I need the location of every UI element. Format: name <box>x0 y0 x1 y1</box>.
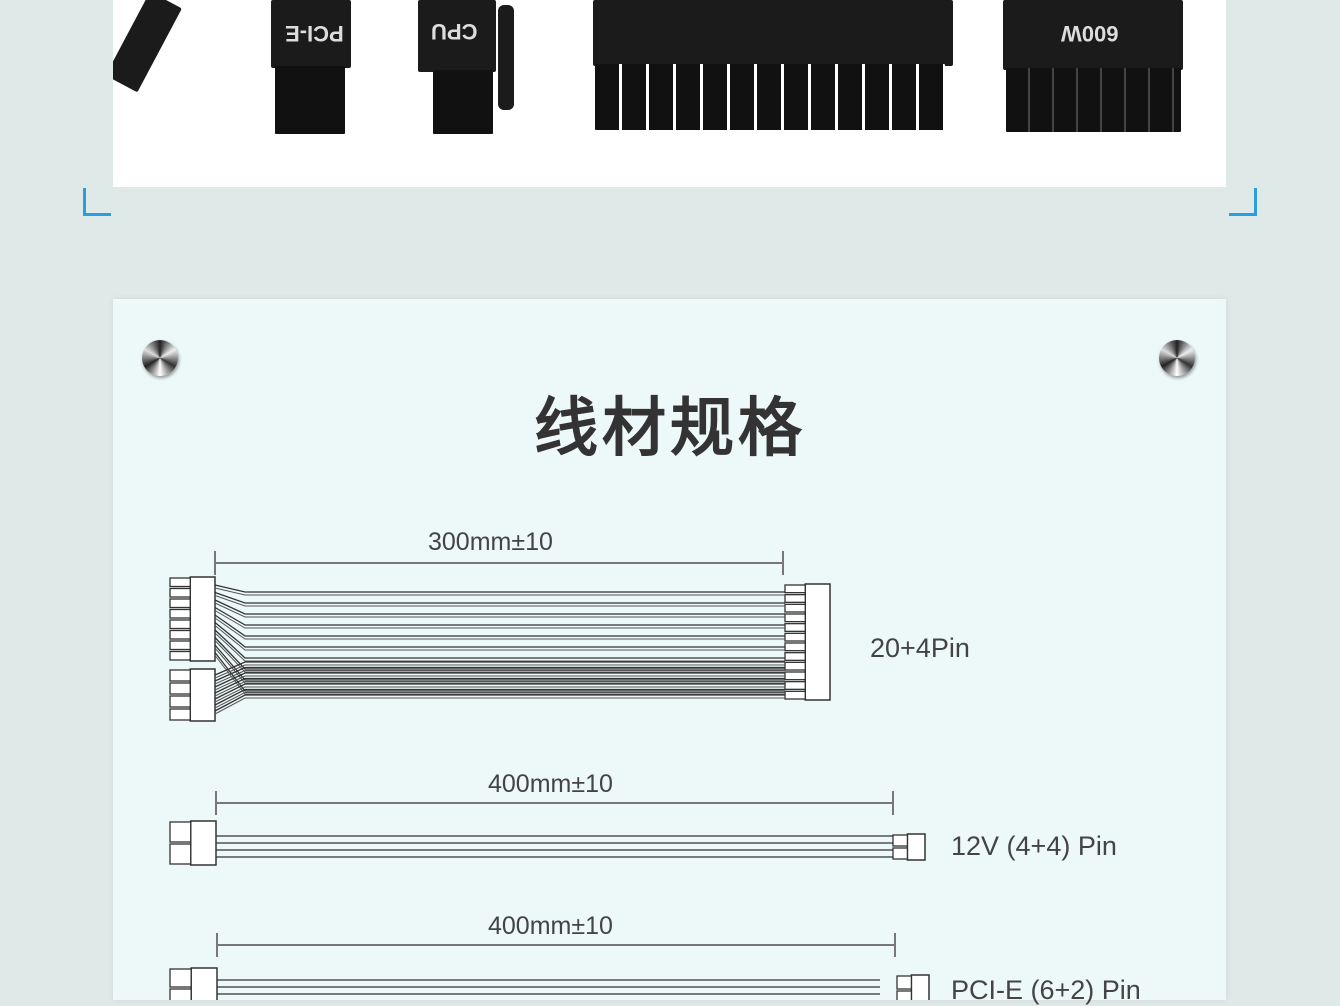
connector-4pin <box>189 668 216 722</box>
wire-4pin <box>214 675 785 691</box>
connector-24pin <box>804 583 831 701</box>
wire-24pin <box>214 625 785 651</box>
connector-photo: PCI-E CPU 600W <box>113 0 1226 187</box>
connector-20pin-pin <box>169 629 191 640</box>
connector-cpu-4plus4 <box>906 833 926 861</box>
connector-cpu-psu-pin <box>169 843 192 865</box>
connector-pcie-psu <box>190 967 218 1000</box>
wire-24pin <box>214 637 785 670</box>
wire-4pin <box>214 686 785 703</box>
connector-24pin-pin <box>784 623 806 632</box>
connector-4pin-pin <box>169 682 191 695</box>
corner-bracket-left <box>83 188 111 216</box>
corner-bracket-right <box>1229 188 1257 216</box>
connector-24pin-pin <box>784 652 806 661</box>
connector-4pin-pin <box>169 669 191 682</box>
connector-pcie-psu-pin <box>169 968 192 988</box>
wire-4pin <box>214 692 785 709</box>
wire-4pin <box>214 681 785 697</box>
cable-name-cpu: 12V (4+4) Pin <box>951 831 1117 861</box>
connector-pcie-psu-pin <box>169 988 192 1000</box>
wire-24pin <box>214 614 785 637</box>
connector-4pin-pin <box>169 695 191 708</box>
wire-24pin <box>214 599 785 615</box>
wire-24pin <box>214 652 785 692</box>
section-title: 线材规格 <box>534 392 806 466</box>
wire-24pin <box>214 606 785 626</box>
connector-cpu-psu <box>189 820 217 866</box>
connector-cpu-psu-pin <box>169 821 192 843</box>
wire-24pin <box>214 647 785 684</box>
wire-4pin <box>214 670 785 685</box>
connector-20pin-pin <box>169 619 191 630</box>
screw-icon-left <box>142 340 178 376</box>
connector-24pin-pin <box>784 681 806 690</box>
connector-4pin-pin <box>169 708 191 721</box>
connector-pcie-6plus2-pin <box>896 975 913 990</box>
wire-24pin <box>214 584 785 593</box>
wire-24pin <box>214 640 785 673</box>
cable-length-pcie: 400mm±10 <box>488 912 613 940</box>
wire-4pin <box>214 664 785 679</box>
connector-24pin-pin <box>784 613 806 623</box>
cable-name-pcie: PCI-E (6+2) Pin <box>951 975 1141 1005</box>
wire-24pin <box>214 629 785 659</box>
wire-24pin <box>214 587 785 596</box>
cpu-connector <box>418 0 496 72</box>
wire-4pin <box>214 683 785 700</box>
wire-24pin <box>214 644 785 681</box>
wire-24pin <box>214 655 785 695</box>
connector-24pin-pin <box>784 594 806 603</box>
connector-pcie-6plus2 <box>910 974 930 1000</box>
wire-24pin <box>214 591 785 604</box>
wire-24pin <box>214 632 785 662</box>
connector-20pin-pin <box>169 650 191 661</box>
connector-20pin-pin <box>169 587 191 598</box>
cable-name-24pin: 20+4Pin <box>870 633 970 663</box>
connector-24pin-pin <box>784 690 806 700</box>
connector-24pin-pin <box>784 671 806 681</box>
cable-length-24pin: 300mm±10 <box>428 528 553 556</box>
wire-24pin <box>214 610 785 629</box>
12vhpwr-connector <box>1003 0 1183 70</box>
wire-4pin <box>214 661 785 676</box>
connector-pcie-6plus2-pin <box>896 990 913 1000</box>
wire-4pin <box>214 672 785 688</box>
pcie-connector <box>271 0 351 68</box>
screw-icon-right <box>1159 340 1195 376</box>
wire-24pin <box>214 617 785 640</box>
wire-4pin <box>214 666 785 682</box>
connector-20pin-pin <box>169 598 191 609</box>
wire-24pin <box>214 602 785 618</box>
wire-4pin <box>214 688 785 706</box>
connector-24pin-pin <box>784 642 806 652</box>
connector-cpu-4plus4-pin <box>892 834 909 847</box>
wire-4pin <box>214 697 785 715</box>
wire-4pin <box>214 677 785 694</box>
connector-24pin-pin <box>784 632 806 642</box>
cable-length-cpu: 400mm±10 <box>488 770 613 798</box>
atx-24pin-connector <box>593 0 953 66</box>
connector-24pin-pin <box>784 661 806 671</box>
connector-20pin-pin <box>169 577 191 588</box>
connector-20pin <box>189 576 216 662</box>
connector-20pin-pin <box>169 640 191 651</box>
connector-24pin-pin <box>784 603 806 613</box>
connector-20pin-pin <box>169 608 191 619</box>
wire-4pin <box>214 694 785 712</box>
connector-24pin-pin <box>784 584 806 594</box>
wire-24pin <box>214 595 785 607</box>
connector-cpu-4plus4-pin <box>892 847 909 860</box>
wire-24pin <box>214 621 785 648</box>
